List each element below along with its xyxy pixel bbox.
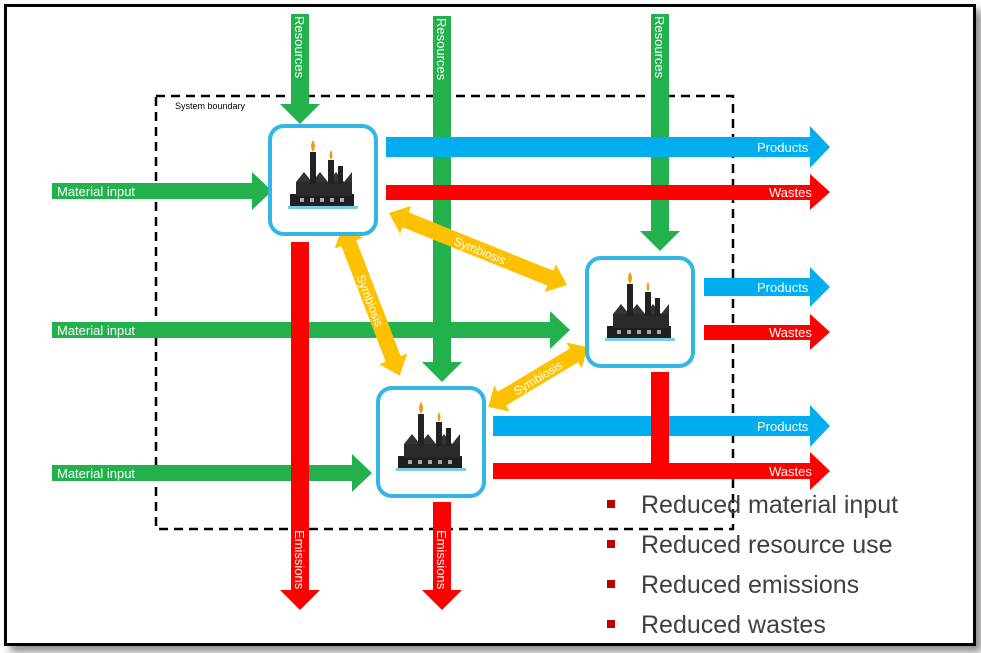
- resources-arrow-3: Resources: [640, 14, 680, 251]
- list-item: Reduced emissions: [603, 568, 898, 608]
- resources-label: Resources: [652, 16, 667, 79]
- symbiosis-label: Symbiosis: [353, 273, 386, 329]
- material-input-label: Material input: [57, 466, 135, 481]
- wastes-arrow-2: Wastes: [704, 314, 830, 350]
- emissions-label: Emissions: [434, 530, 449, 590]
- symbiosis-label: Symbiosis: [511, 358, 565, 398]
- factory-node-2: [585, 256, 695, 368]
- wastes-label: Wastes: [769, 464, 812, 479]
- products-label: Products: [757, 140, 809, 155]
- emissions-label: Emissions: [292, 530, 307, 590]
- benefits-list: Reduced material input Reduced resource …: [603, 488, 898, 648]
- wastes-label: Wastes: [769, 325, 812, 340]
- material-input-arrow-1: Material input: [52, 172, 272, 210]
- material-input-arrow-3: Material input: [52, 454, 372, 492]
- resources-label: Resources: [434, 18, 449, 81]
- symbiosis-label: Symbiosis: [452, 234, 508, 267]
- bullet-square-icon: [607, 620, 615, 628]
- symbiosis-arrow-1: Symbiosis: [388, 205, 568, 293]
- resources-label: Resources: [292, 16, 307, 79]
- symbiosis-arrow-2: Symbiosis: [334, 226, 408, 376]
- emissions-arrow-1: Emissions: [280, 242, 320, 610]
- list-item: Reduced wastes: [603, 608, 898, 648]
- emissions-arrow-2: Emissions: [422, 502, 462, 610]
- bullet-square-icon: [607, 580, 615, 588]
- bullet-text: Reduced material input: [641, 491, 899, 519]
- resources-arrow-1: Resources: [280, 14, 320, 124]
- emissions-bar-3: [651, 372, 669, 472]
- symbiosis-arrow-3: Symbiosis: [488, 342, 588, 412]
- products-label: Products: [757, 419, 809, 434]
- system-boundary-label: System boundary: [175, 101, 246, 111]
- wastes-arrow-3: Wastes: [493, 452, 830, 490]
- wastes-label: Wastes: [769, 185, 812, 200]
- bullet-text: Reduced resource use: [641, 531, 893, 559]
- material-input-label: Material input: [57, 184, 135, 199]
- bullet-square-icon: [607, 500, 615, 508]
- material-input-arrow-2: Material input: [52, 311, 570, 349]
- bullet-square-icon: [607, 540, 615, 548]
- bullet-text: Reduced emissions: [641, 571, 860, 599]
- list-item: Reduced resource use: [603, 528, 898, 568]
- factory-node-3: [376, 386, 486, 498]
- factory-node-1: [268, 124, 378, 236]
- products-arrow-1: Products: [386, 126, 830, 168]
- products-label: Products: [757, 280, 809, 295]
- products-arrow-2: Products: [704, 267, 830, 307]
- list-item: Reduced material input: [603, 488, 898, 528]
- bullet-text: Reduced wastes: [641, 611, 826, 639]
- wastes-arrow-1: Wastes: [386, 174, 830, 210]
- material-input-label: Material input: [57, 323, 135, 338]
